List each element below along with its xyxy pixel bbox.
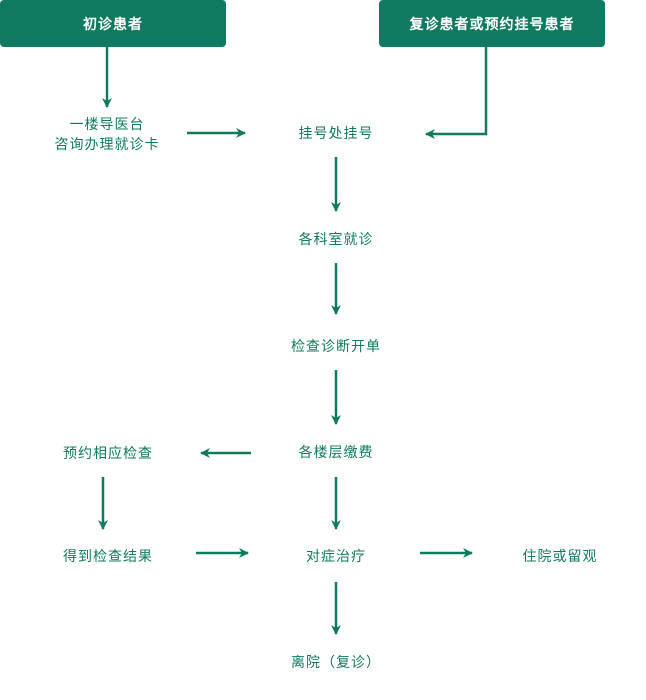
registration-node: 挂号处挂号 <box>276 124 396 144</box>
department-node: 各科室就诊 <box>276 230 396 250</box>
registration-label: 挂号处挂号 <box>298 126 374 142</box>
discharge-label: 离院（复诊） <box>291 655 381 671</box>
diagnosis-label: 检查诊断开单 <box>291 339 381 355</box>
hospitalize-label: 住院或留观 <box>522 549 598 565</box>
arrow-return-to-registration <box>425 47 488 139</box>
return-visit-label: 复诊患者或预约挂号患者 <box>409 16 575 33</box>
first-visit-label: 初诊患者 <box>83 16 143 33</box>
results-node: 得到检查结果 <box>48 547 168 567</box>
payment-node: 各楼层缴费 <box>276 443 396 463</box>
treatment-label: 对症治疗 <box>306 549 366 565</box>
exam-label: 预约相应检查 <box>63 446 153 462</box>
front-desk-node: 一楼导医台 咨询办理就诊卡 <box>52 115 162 155</box>
discharge-node: 离院（复诊） <box>276 653 396 673</box>
front-desk-line1: 一楼导医台 <box>69 117 145 133</box>
payment-label: 各楼层缴费 <box>298 445 374 461</box>
diagnosis-node: 检查诊断开单 <box>266 337 406 357</box>
treatment-node: 对症治疗 <box>276 547 396 567</box>
front-desk-line2: 咨询办理就诊卡 <box>54 137 160 153</box>
first-visit-box: 初诊患者 <box>0 0 226 47</box>
results-label: 得到检查结果 <box>63 549 153 565</box>
hospitalize-node: 住院或留观 <box>500 547 620 567</box>
exam-node: 预约相应检查 <box>48 444 168 464</box>
return-visit-box: 复诊患者或预约挂号患者 <box>379 0 605 47</box>
department-label: 各科室就诊 <box>298 232 374 248</box>
